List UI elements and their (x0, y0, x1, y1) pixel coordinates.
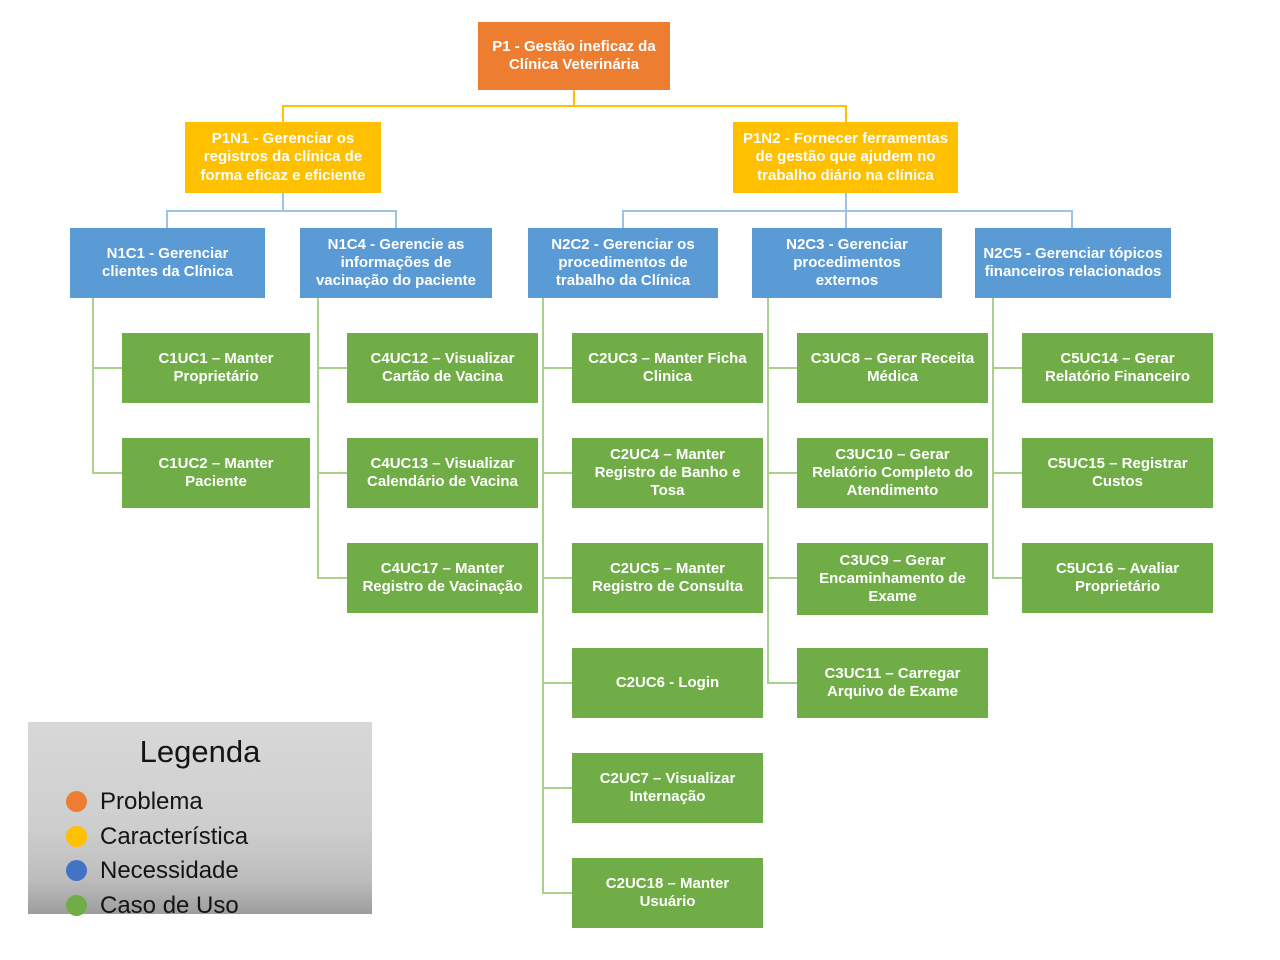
problema-color-dot-icon (66, 791, 87, 813)
connector-stub-c2uc18 (542, 892, 572, 894)
node-n2c2: N2C2 - Gerenciar os procedimentos de tra… (528, 228, 718, 298)
connector-stub-c3uc11 (767, 682, 797, 684)
connector-p1n1-hline (166, 210, 397, 212)
legend-item-problema: Problema (66, 788, 372, 816)
caso-de-uso-color-dot-icon (66, 895, 87, 917)
node-c4uc13: C4UC13 – Visualizar Calendário de Vacina (347, 438, 538, 508)
connector-stub-c3uc10 (767, 472, 797, 474)
legend-item-label: Necessidade (100, 857, 239, 885)
node-n1c4: N1C4 - Gerencie as informações de vacina… (300, 228, 492, 298)
node-c3uc11: C3UC11 – Carregar Arquivo de Exame (797, 648, 988, 718)
connector-drop-n2c5 (1071, 210, 1073, 228)
node-c3uc8: C3UC8 – Gerar Receita Médica (797, 333, 988, 403)
node-n2c5: N2C5 - Gerenciar tópicos financeiros rel… (975, 228, 1171, 298)
connector-drop-n2c2 (622, 210, 624, 228)
connector-n1c4-vert (317, 298, 319, 579)
node-p1n2: P1N2 - Fornecer ferramentas de gestão qu… (733, 122, 958, 193)
connector-stub-c2uc3 (542, 367, 572, 369)
connector-n2c5-vert (992, 298, 994, 579)
connector-stub-c3uc9 (767, 577, 797, 579)
connector-drop-n1c1 (166, 210, 168, 228)
legend-item-necessidade: Necessidade (66, 857, 372, 885)
node-c2uc5: C2UC5 – Manter Registro de Consulta (572, 543, 763, 613)
node-c4uc17: C4UC17 – Manter Registro de Vacinação (347, 543, 538, 613)
caracteristica-color-dot-icon (66, 825, 87, 847)
connector-stub-c4uc13 (317, 472, 347, 474)
connector-p1n2-hline (622, 210, 1073, 212)
legend: Legenda Problema Característica Necessid… (28, 722, 372, 919)
connector-stub-c4uc12 (317, 367, 347, 369)
legend-item-caracteristica: Característica (66, 823, 372, 851)
connector-stub-c2uc5 (542, 577, 572, 579)
node-n2c3: N2C3 - Gerenciar procedimentos externos (752, 228, 942, 298)
node-c3uc9: C3UC9 – Gerar Encaminhamento de Exame (797, 543, 988, 615)
connector-stub-c5uc15 (992, 472, 1022, 474)
node-p1n1: P1N1 - Gerenciar os registros da clínica… (185, 122, 381, 193)
legend-item-caso-de-uso: Caso de Uso (66, 892, 372, 920)
node-n1c1: N1C1 - Gerenciar clientes da Clínica (70, 228, 265, 298)
node-c2uc18: C2UC18 – Manter Usuário (572, 858, 763, 928)
connector-stub-c2uc7 (542, 787, 572, 789)
connector-n2c2-vert (542, 298, 544, 894)
connector-n1c1-vert (92, 298, 94, 474)
node-c5uc14: C5UC14 – Gerar Relatório Financeiro (1022, 333, 1213, 403)
node-c1uc2: C1UC2 – Manter Paciente (122, 438, 310, 508)
node-p1: P1 - Gestão ineficaz da Clínica Veteriná… (478, 22, 670, 90)
connector-stub-c2uc4 (542, 472, 572, 474)
node-c2uc4: C2UC4 – Manter Registro de Banho e Tosa (572, 438, 763, 508)
connector-drop-n1c4 (395, 210, 397, 228)
connector-p1n1-stem (282, 193, 284, 211)
node-c2uc7: C2UC7 – Visualizar Internação (572, 753, 763, 823)
connector-stub-c3uc8 (767, 367, 797, 369)
node-c5uc15: C5UC15 – Registrar Custos (1022, 438, 1213, 508)
node-c4uc12: C4UC12 – Visualizar Cartão de Vacina (347, 333, 538, 403)
legend-item-label: Característica (100, 822, 249, 850)
connector-root-hline (282, 105, 847, 107)
connector-drop-p1n2 (845, 105, 847, 122)
node-c1uc1: C1UC1 – Manter Proprietário (122, 333, 310, 403)
necessidade-color-dot-icon (66, 860, 87, 882)
connector-stub-c4uc17 (317, 577, 347, 579)
connector-stub-c1uc2 (92, 472, 122, 474)
connector-stub-c5uc16 (992, 577, 1022, 579)
legend-items: Problema Característica Necessidade Caso… (28, 788, 372, 919)
connector-stub-c5uc14 (992, 367, 1022, 369)
legend-title: Legenda (139, 734, 261, 769)
legend-item-label: Caso de Uso (100, 891, 239, 919)
node-c2uc3: C2UC3 – Manter Ficha Clinica (572, 333, 763, 403)
node-c3uc10: C3UC10 – Gerar Relatório Completo do Ate… (797, 438, 988, 508)
connector-root-stem (573, 90, 575, 106)
legend-item-label: Problema (100, 788, 203, 815)
connector-stub-c2uc6 (542, 682, 572, 684)
node-c2uc6: C2UC6 - Login (572, 648, 763, 718)
connector-n2c3-vert (767, 298, 769, 684)
connector-drop-p1n1 (282, 105, 284, 122)
node-c5uc16: C5UC16 – Avaliar Proprietário (1022, 543, 1213, 613)
connector-stub-c1uc1 (92, 367, 122, 369)
